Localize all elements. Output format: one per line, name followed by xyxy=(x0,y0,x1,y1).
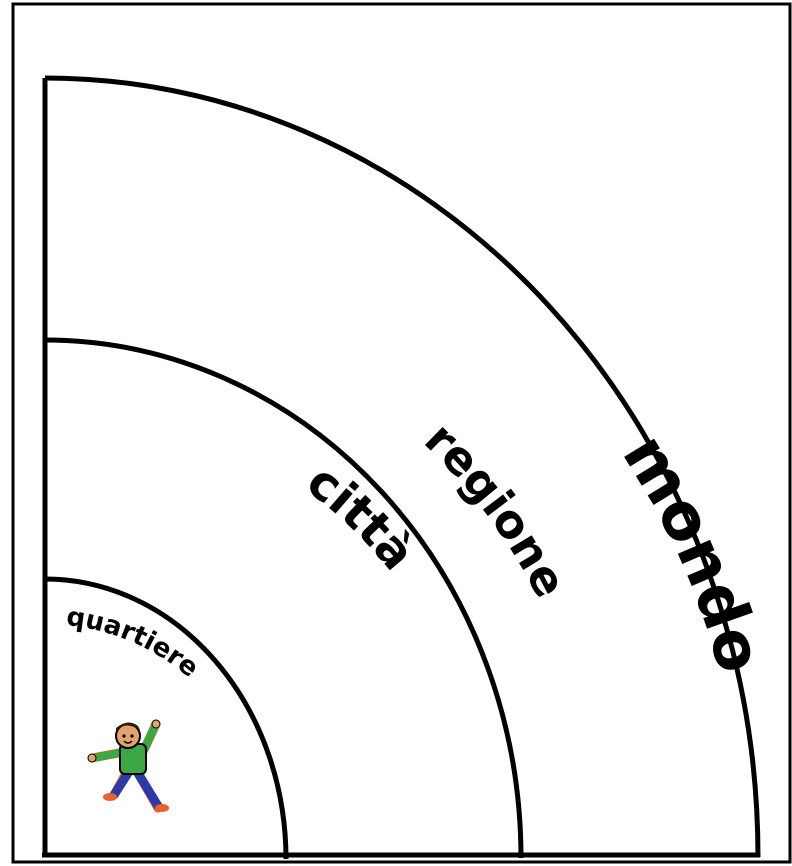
label-mondo: mondo xyxy=(608,422,777,680)
label-quartiere: quartiere xyxy=(65,602,204,684)
running-child-icon xyxy=(88,720,169,812)
label-regione: regione xyxy=(415,412,578,606)
